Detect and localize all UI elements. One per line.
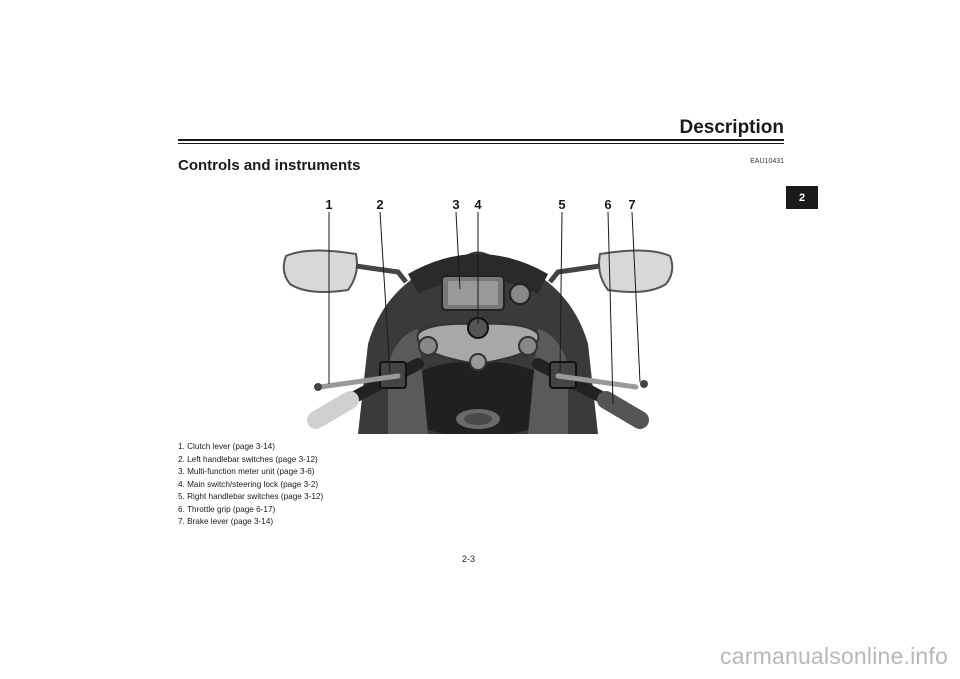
caption-item: 4. Main switch/steering lock (page 3-2)	[178, 479, 319, 489]
caption-item: 6. Throttle grip (page 6-17)	[178, 504, 276, 514]
right-handlebar	[532, 358, 649, 429]
document-code: EAU10431	[750, 158, 784, 165]
header-title: Description	[679, 117, 784, 138]
callout-3: 3	[452, 197, 459, 212]
caption-item: 3. Multi-function meter unit (page 3-6)	[178, 467, 315, 476]
leader-line-6	[607, 211, 614, 405]
caption-list: 1. Clutch lever (page 3-14) 2. Left hand…	[178, 441, 323, 529]
callout-1: 1	[325, 197, 332, 212]
callout-6: 6	[604, 197, 611, 212]
leader-line-2	[379, 211, 391, 375]
leader-lines	[328, 211, 641, 405]
callout-4: 4	[474, 197, 482, 212]
leader-line-5	[559, 211, 563, 373]
watermark[interactable]: carmanualsonline.info	[720, 643, 948, 669]
left-mirror	[282, 249, 408, 293]
left-handlebar	[307, 358, 424, 429]
leader-line-7	[631, 211, 641, 383]
page-number: 2-3	[462, 554, 476, 564]
caption-item: 5. Right handlebar switches (page 3-12)	[178, 492, 324, 501]
header-rule-thick	[178, 139, 784, 141]
caption-item: 1. Clutch lever (page 3-14)	[178, 442, 275, 451]
leader-line-3	[455, 211, 461, 290]
header-rule-thin	[178, 143, 784, 144]
caption-item: 2. Left handlebar switches (page 3-12)	[178, 454, 318, 464]
triple-clamp	[416, 322, 540, 366]
callout-2: 2	[376, 197, 383, 212]
callout-5: 5	[558, 197, 565, 212]
section-title: Controls and instruments	[178, 157, 361, 174]
callout-7: 7	[628, 197, 635, 212]
caption-item: 7. Brake lever (page 3-14)	[178, 517, 274, 526]
chapter-tab[interactable]: 2	[786, 186, 818, 209]
handlebar-illustration: 1 2 3 4 5 6 7	[282, 197, 674, 434]
right-mirror	[548, 249, 674, 293]
